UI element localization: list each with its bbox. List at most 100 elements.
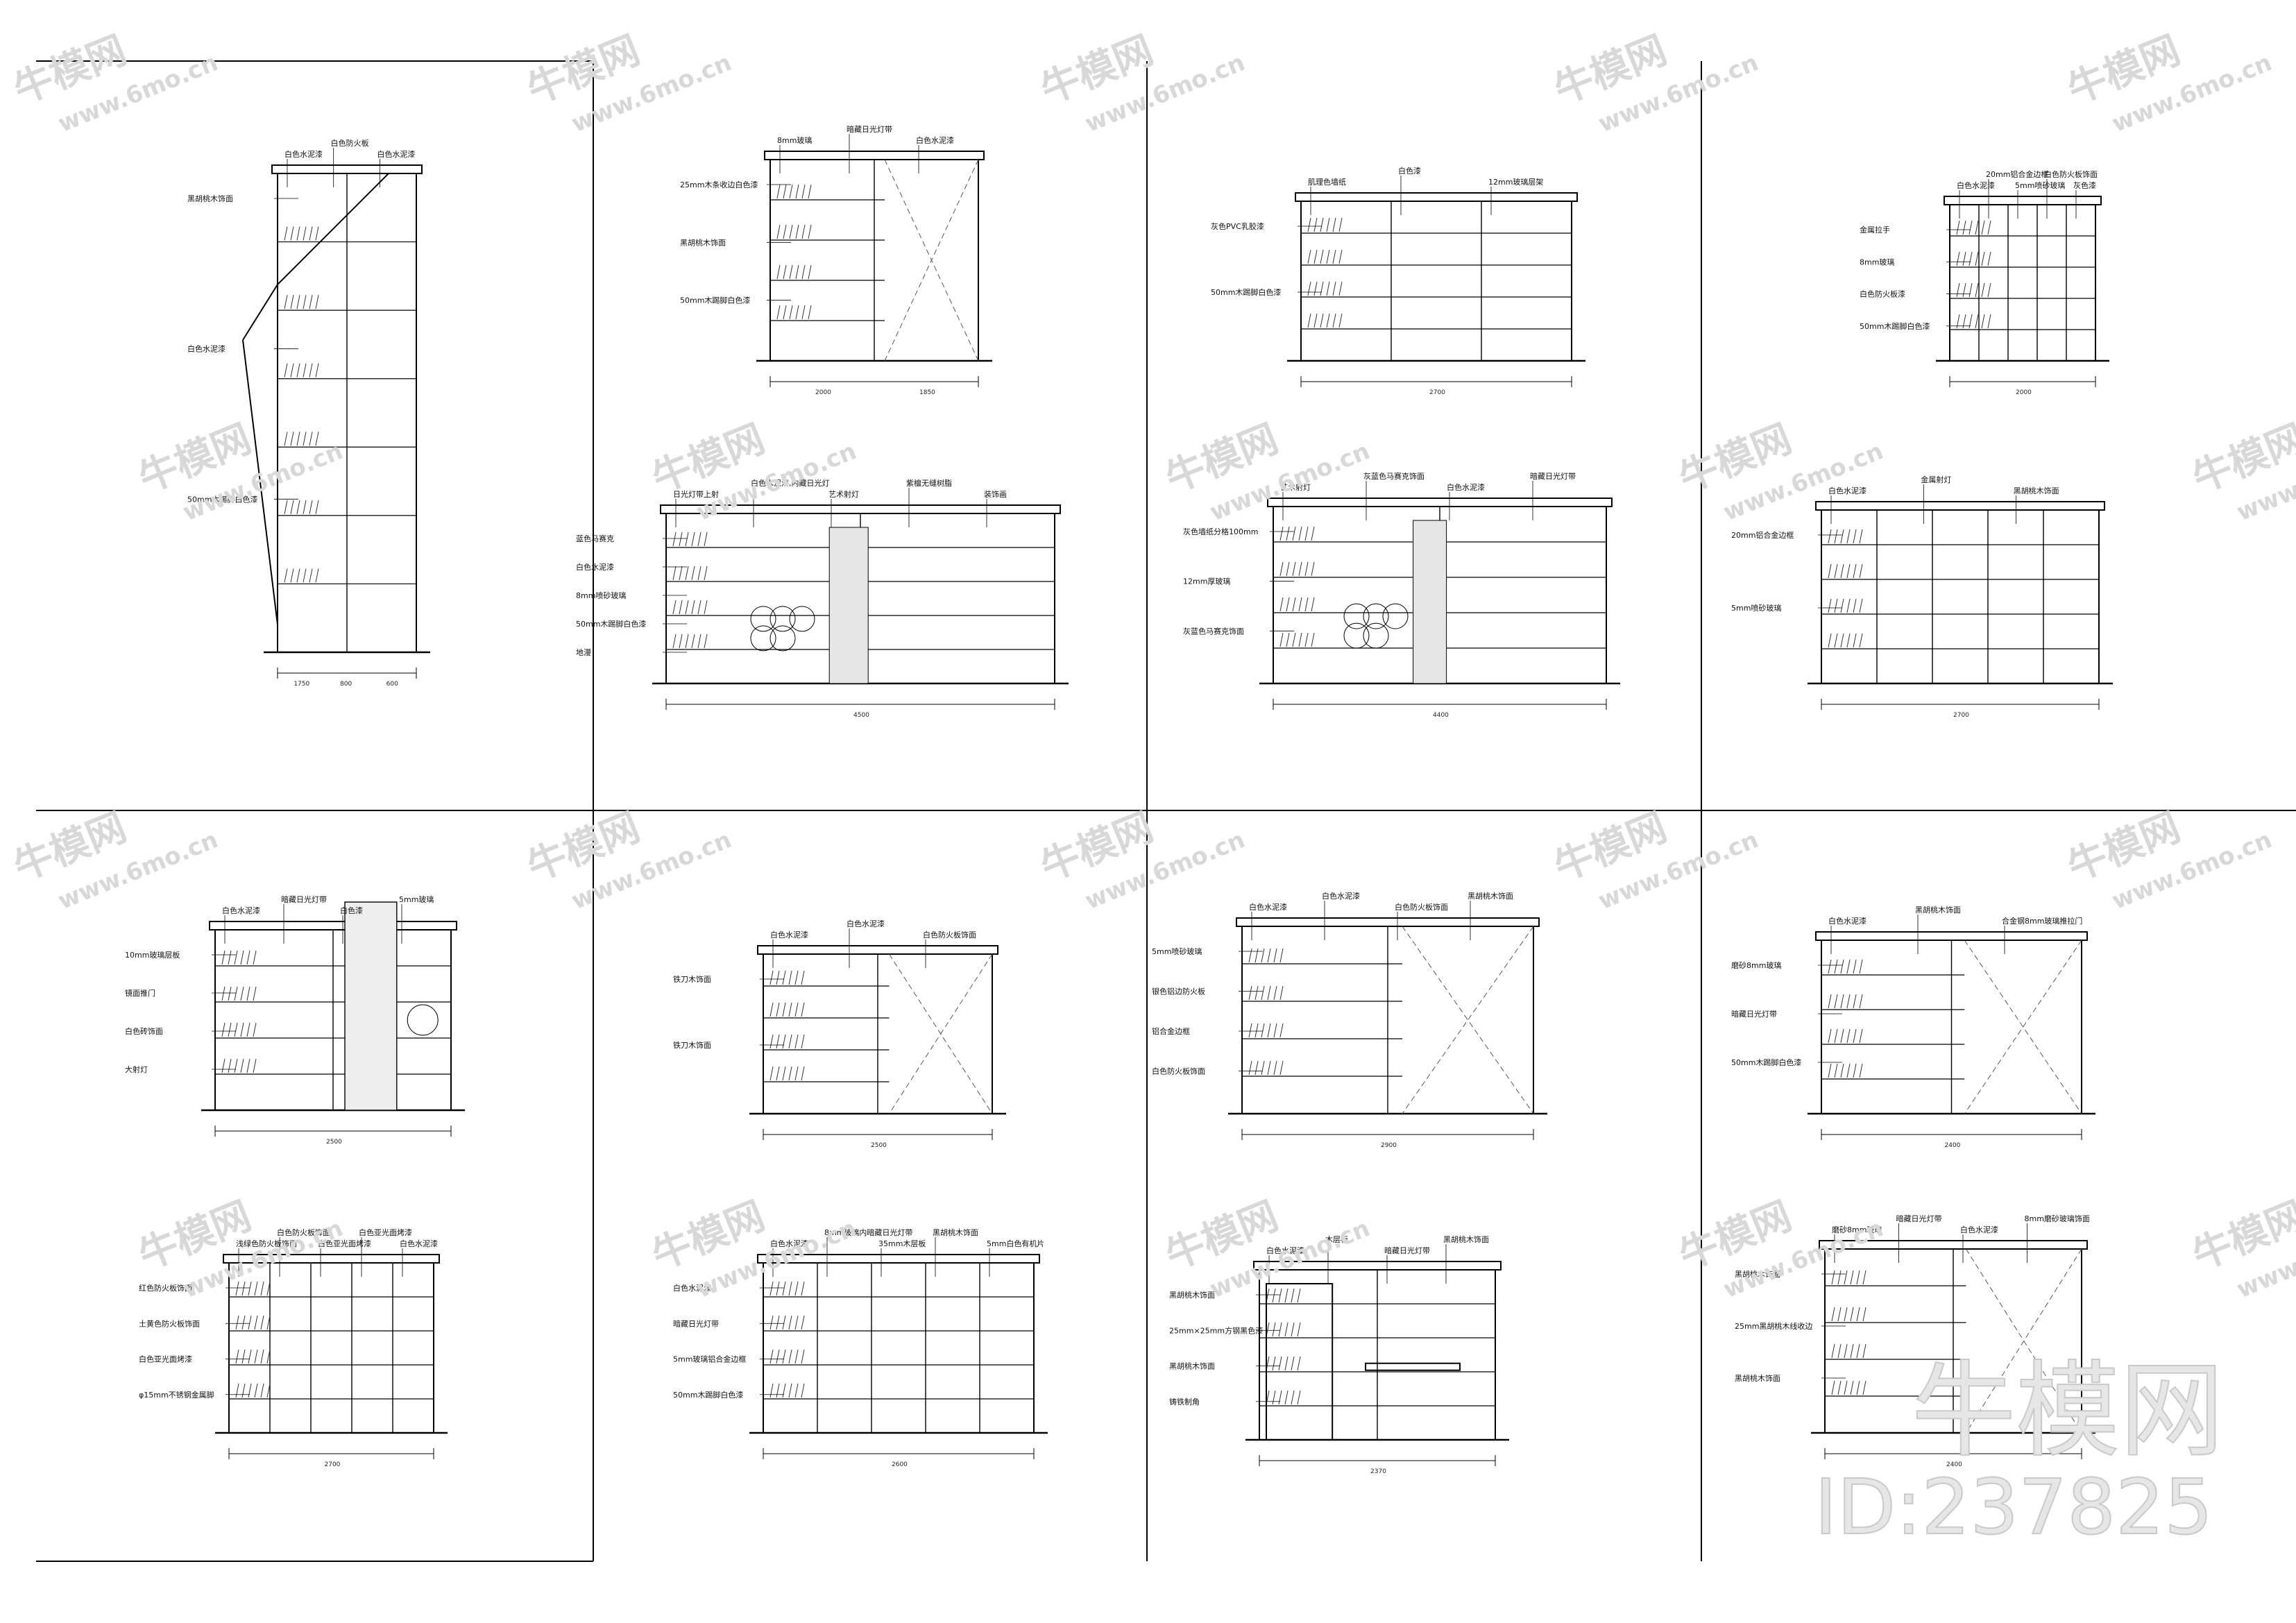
book-mark	[1273, 1060, 1277, 1076]
door-swing	[1966, 1248, 2082, 1434]
book-mark	[1840, 563, 1844, 579]
material-label: 白色漆	[340, 906, 363, 915]
book-mark	[1292, 597, 1296, 612]
watermark-logo: 牛模网 ID:237825	[1814, 1350, 2225, 1552]
material-label: 暗藏日光灯带	[281, 894, 327, 904]
book-mark	[1828, 563, 1832, 579]
book-mark	[1320, 313, 1324, 328]
book-mark	[1837, 1380, 1842, 1395]
book-mark	[1844, 1343, 1848, 1359]
book-mark	[1853, 994, 1857, 1009]
material-label: 白色防火板饰面	[1152, 1067, 1205, 1076]
book-mark	[1859, 633, 1863, 648]
material-label: 12mm玻璃层架	[1488, 177, 1543, 187]
book-mark	[309, 295, 313, 309]
cornice	[757, 1254, 1040, 1264]
material-label: 灰蓝色马赛克饰面	[1363, 471, 1425, 481]
book-mark	[266, 1315, 271, 1330]
book-mark	[1279, 526, 1284, 541]
book-mark	[284, 432, 288, 446]
book-mark	[794, 1066, 799, 1081]
cabinet-outline	[1821, 509, 2100, 684]
book-mark	[254, 1383, 258, 1398]
book-mark	[782, 1002, 786, 1017]
book-mark	[788, 1002, 792, 1017]
book-mark	[776, 1383, 780, 1398]
book-mark	[704, 566, 708, 581]
book-mark	[246, 986, 250, 1001]
book-mark	[776, 970, 780, 985]
book-mark	[1286, 526, 1290, 541]
material-label: 灰色漆	[2073, 180, 2096, 190]
book-mark	[1856, 1307, 1860, 1322]
book-mark	[1279, 561, 1284, 577]
material-label: 土黄色防火板饰面	[139, 1318, 200, 1328]
book-mark	[1272, 1288, 1276, 1303]
dimension-text: 2000	[815, 389, 831, 396]
book-mark	[1981, 251, 1985, 266]
cabinet-outline	[1300, 201, 1572, 362]
book-mark	[794, 1383, 799, 1398]
book-mark	[783, 264, 787, 280]
book-mark	[1279, 632, 1284, 647]
dimension-text: 2400	[1945, 1142, 1961, 1149]
book-mark	[1859, 529, 1863, 544]
material-label: 白色防火板饰面	[923, 930, 976, 940]
book-mark	[1307, 249, 1311, 264]
book-mark	[1840, 529, 1844, 544]
material-label: 浅绿色防火板饰面	[236, 1239, 297, 1248]
book-mark	[1828, 529, 1832, 544]
flower-motif	[1363, 603, 1389, 629]
book-mark	[801, 970, 805, 985]
book-mark	[228, 986, 232, 1001]
book-mark	[1298, 561, 1302, 577]
book-mark	[1298, 597, 1302, 612]
book-mark	[685, 566, 689, 581]
material-label: 白色水泥漆	[1957, 180, 1995, 190]
material-label: 8mm磨砂玻璃饰面	[2025, 1214, 2090, 1223]
material-label: 铝合金边框	[1152, 1026, 1190, 1036]
book-mark	[1853, 959, 1857, 974]
material-label: 白色亚光面烤漆	[139, 1354, 192, 1364]
material-label: 紫檀无缝树脂	[906, 478, 952, 488]
door-swing	[889, 953, 993, 1114]
material-label: 50mm木踢脚白色漆	[187, 494, 257, 504]
book-mark	[769, 1002, 774, 1017]
material-label: 35mm木层板	[878, 1239, 926, 1248]
book-mark	[1844, 1307, 1848, 1322]
book-mark	[1311, 597, 1315, 612]
book-mark	[1304, 597, 1309, 612]
book-mark	[1291, 1288, 1295, 1303]
book-mark	[1844, 1270, 1848, 1285]
book-mark	[246, 950, 250, 965]
book-mark	[1846, 959, 1851, 974]
book-mark	[1332, 281, 1336, 296]
book-mark	[1267, 1060, 1271, 1076]
material-label: 磨砂8mm玻璃	[1731, 960, 1781, 970]
book-mark	[1338, 217, 1343, 232]
book-mark	[240, 1058, 244, 1073]
book-mark	[795, 184, 799, 199]
book-mark	[1828, 633, 1832, 648]
flower-motif	[1382, 603, 1409, 629]
cornice	[757, 945, 998, 955]
book-mark	[1338, 249, 1343, 264]
elevation-panel: 2600白色水泥漆8mm玻璃内暗藏日光灯带35mm木层板黑胡桃木饰面5mm白色有…	[673, 1227, 1048, 1468]
book-mark	[248, 1349, 252, 1364]
material-label: 黑胡桃木饰面	[933, 1227, 978, 1237]
book-mark	[769, 970, 774, 985]
book-mark	[1267, 1023, 1271, 1038]
book-mark	[303, 432, 307, 446]
material-label: 50mm木踢脚白色漆	[1731, 1057, 1801, 1067]
book-mark	[788, 1281, 792, 1296]
material-label: 金属射灯	[1921, 475, 1951, 484]
material-label: 25mm×25mm方钢黑色漆	[1169, 1325, 1263, 1335]
book-mark	[1834, 994, 1838, 1009]
book-mark	[284, 363, 288, 377]
book-mark	[1981, 314, 1985, 329]
material-label: 肌理色墙纸	[1308, 177, 1346, 187]
material-label: 白色亚光面烤漆	[359, 1227, 412, 1237]
book-mark	[808, 184, 812, 199]
material-label: 黑胡桃木饰面	[2014, 486, 2059, 495]
